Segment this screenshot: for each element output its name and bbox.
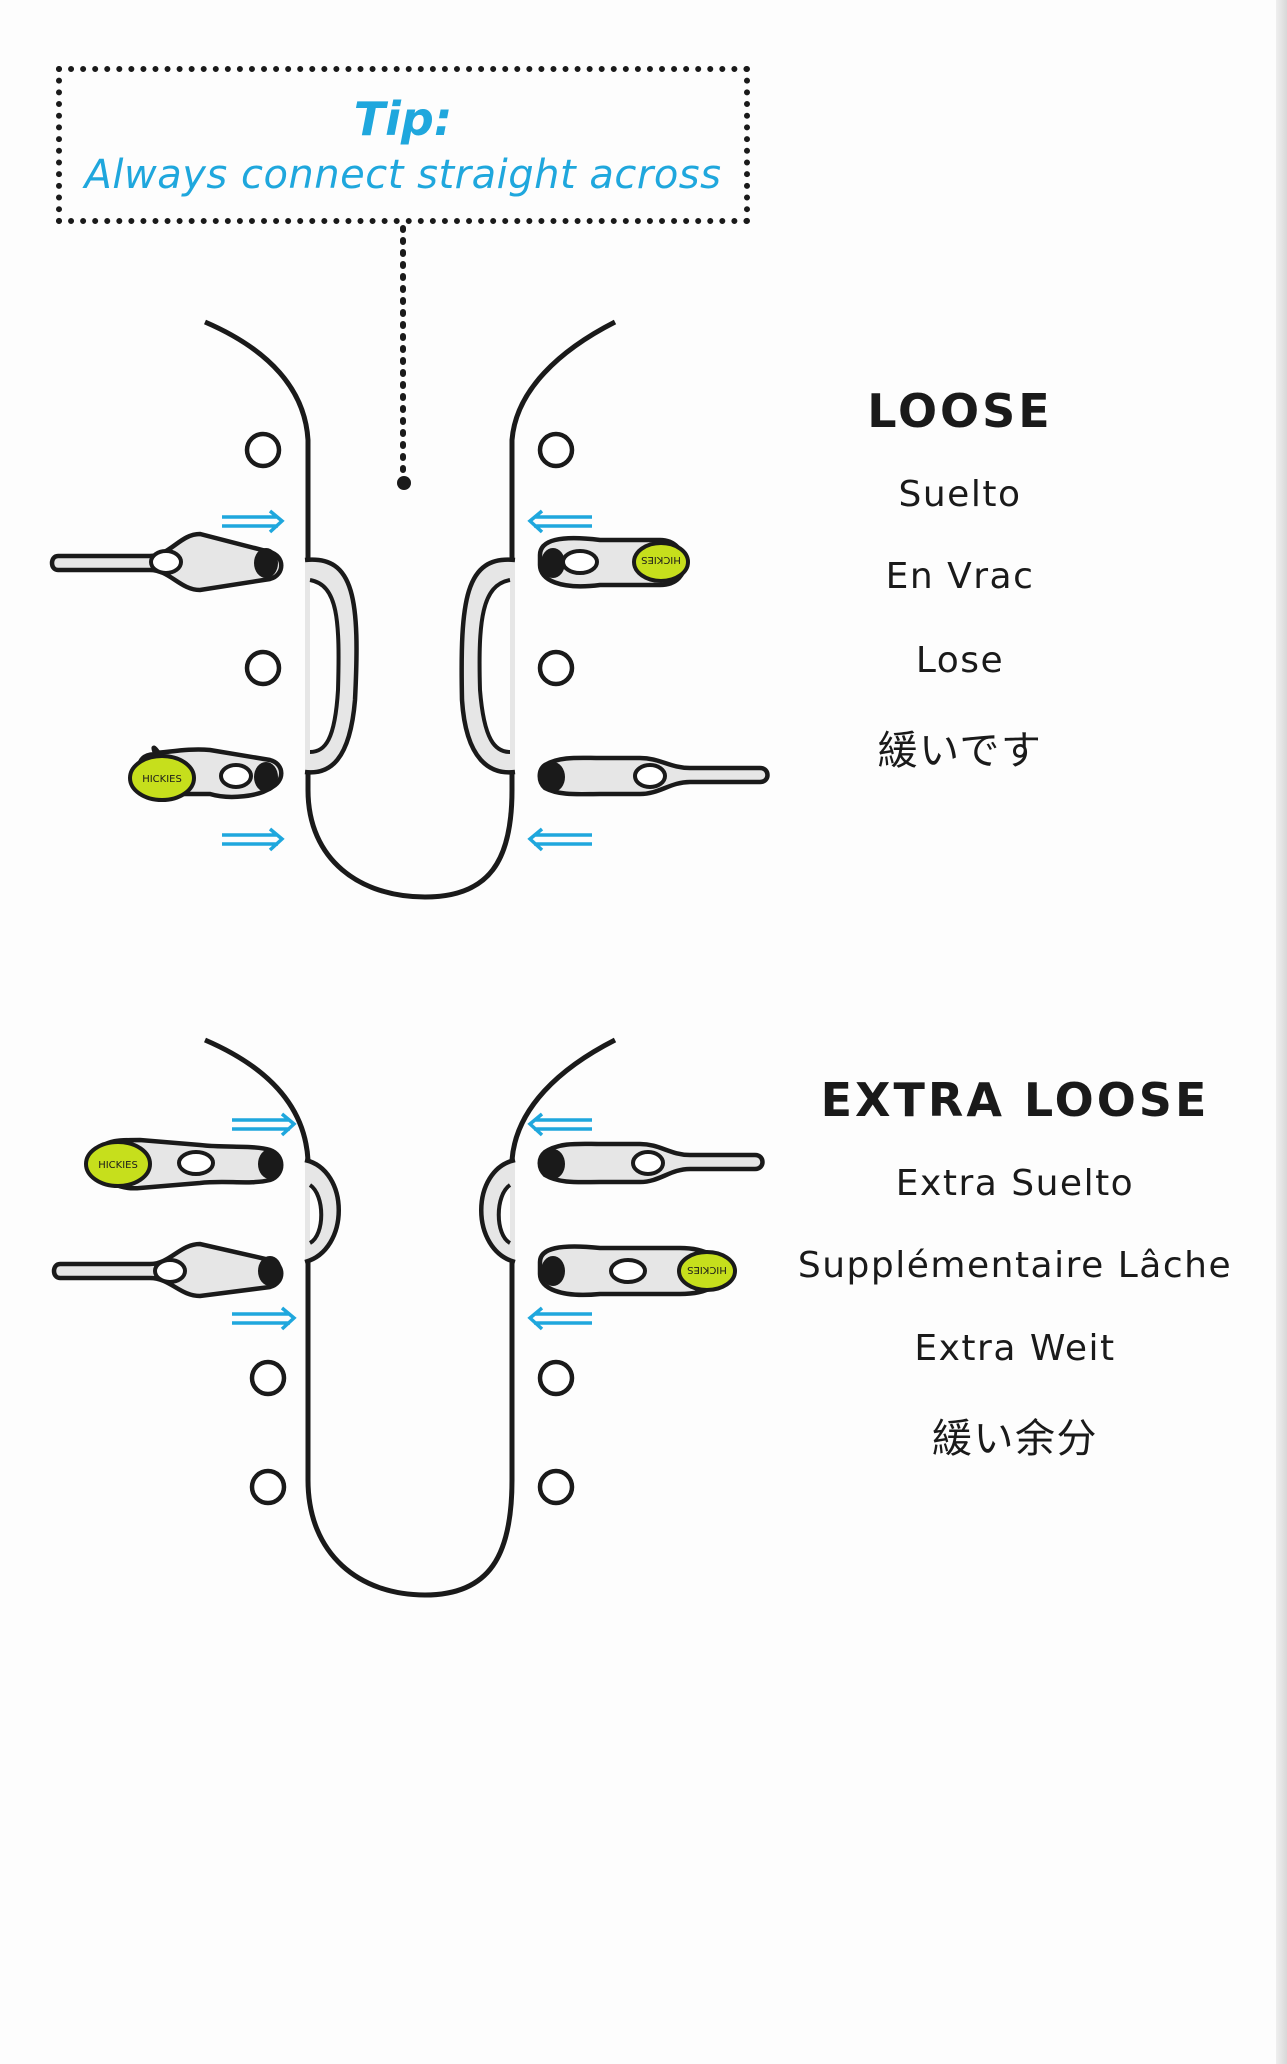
eyelet-anchor — [258, 1256, 282, 1286]
tip-text: Always connect straight across — [84, 152, 722, 198]
extra-loose-translation: Extra Suelto — [895, 1163, 1135, 1204]
direction-arrow — [527, 827, 592, 852]
lace-hole — [149, 549, 183, 575]
eyelet-anchor — [254, 548, 278, 578]
tip-box — [56, 66, 750, 224]
eyelet — [537, 431, 575, 469]
lace-head-green — [632, 541, 690, 583]
lace-hole — [153, 1258, 187, 1284]
eyelet-anchor — [541, 1256, 565, 1286]
eyelet — [244, 431, 282, 469]
lace-hole — [177, 1150, 215, 1176]
direction-arrow — [527, 509, 592, 534]
lace-hole — [219, 763, 253, 789]
lace-brand: HICKIES — [687, 1264, 727, 1275]
eyelet — [537, 1359, 575, 1397]
lace-hole — [609, 1258, 647, 1284]
direction-arrow — [232, 1112, 297, 1137]
eyelet-anchor — [258, 1149, 282, 1179]
eyelet — [537, 1468, 575, 1506]
loose-title: LOOSE — [867, 384, 1053, 438]
direction-arrow — [222, 827, 285, 852]
loose-translation: Lose — [915, 640, 1005, 681]
lace-hole — [561, 549, 599, 575]
loose-translation: En Vrac — [885, 556, 1035, 597]
eyelet — [249, 1359, 287, 1397]
direction-arrow — [527, 1112, 592, 1137]
extra-loose-translation: Extra Weit — [914, 1328, 1116, 1369]
eyelet — [249, 1468, 287, 1506]
lace-brand: HICKIES — [142, 774, 182, 785]
loose-shoe-opening — [204, 319, 617, 900]
extra-loose-translation: Supplémentaire Lâche — [797, 1245, 1233, 1286]
extra-loose-shoe-opening — [204, 1037, 617, 1598]
lace-brand: HICKIES — [98, 1160, 138, 1171]
eyelet-anchor — [541, 548, 565, 578]
eyelet — [537, 649, 575, 687]
direction-arrow — [222, 509, 285, 534]
tip-pointer-dot — [397, 476, 411, 490]
page-edge — [1276, 0, 1287, 2064]
extra-loose-translation: 緩い余分 — [932, 1416, 1098, 1462]
direction-arrow — [527, 1306, 592, 1331]
lace-head-green — [677, 1250, 737, 1292]
lace-head-green — [84, 1140, 152, 1188]
eyelet-anchor — [541, 762, 565, 792]
lace-hole — [633, 763, 667, 789]
tip-title: Tip: — [353, 92, 453, 146]
eyelet-anchor — [541, 1149, 565, 1179]
extra-loose-diagram: HICKIES HICKIES — [51, 1037, 765, 1598]
lace-hole — [631, 1150, 665, 1176]
extra-loose-title: EXTRA LOOSE — [820, 1073, 1210, 1127]
direction-arrow — [232, 1306, 297, 1331]
loose-diagram: HICKIES HICKIES — [49, 319, 770, 900]
eyelet-anchor — [254, 762, 278, 792]
loose-translation: Suelto — [898, 474, 1022, 515]
lace-head-green — [128, 754, 196, 802]
loose-translation: 緩いです — [877, 728, 1043, 774]
eyelet — [244, 649, 282, 687]
lace-brand: HICKIES — [641, 554, 681, 565]
